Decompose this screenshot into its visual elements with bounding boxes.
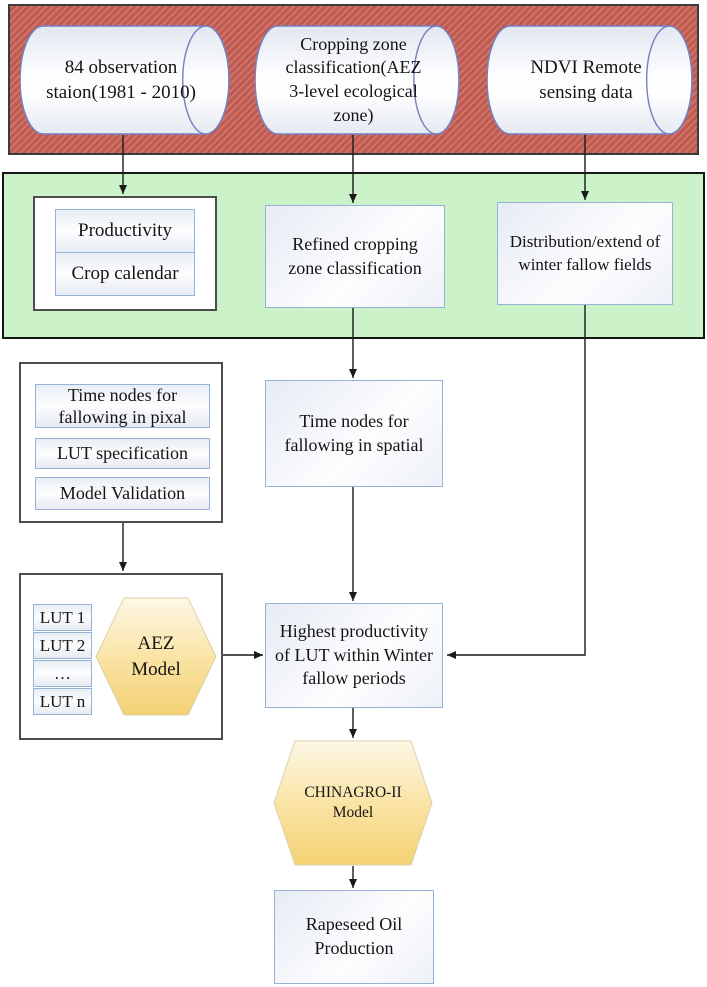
highest-productivity-box: Highest productivity of LUT within Winte… (265, 603, 443, 708)
cylinder-cropping-zone-classification: Cropping zone classification(AEZ 3-level… (255, 25, 460, 135)
refined-cropping-zone-label: Refined cropping zone classification (288, 233, 422, 278)
lut-ellipsis-label: … (54, 663, 71, 683)
time-nodes-pixel-label: Time nodes for fallowing in pixal (58, 384, 187, 428)
crop-calendar-label: Crop calendar (71, 262, 179, 284)
chinagro-model-hexagon: CHINAGRO-II Model (273, 740, 433, 866)
crop-calendar-cell: Crop calendar (55, 251, 195, 296)
model-validation-box: Model Validation (35, 477, 210, 510)
arrow-distribution-to-highest (447, 305, 586, 659)
time-nodes-spatial-box: Time nodes for fallowing in spatial (265, 380, 443, 487)
lut-n-cell: LUT n (33, 688, 92, 715)
winter-fallow-distribution-box: Distribution/extend of winter fallow fie… (497, 202, 673, 305)
cylinder-observation-stations: 84 observation staion(1981 - 2010) (20, 25, 230, 135)
hexagon-shape (273, 740, 433, 866)
cylinder-shape (20, 25, 230, 135)
lut-2-cell: LUT 2 (33, 632, 92, 659)
aez-model-label: AEZ Model (131, 633, 181, 680)
lut-ellipsis-cell: … (33, 660, 92, 687)
lut-n-label: LUT n (39, 691, 86, 711)
lut-1-label: LUT 1 (39, 607, 86, 627)
cylinder-label: Cropping zone classification(AEZ 3-level… (285, 33, 422, 125)
cylinder-shape (255, 25, 460, 135)
model-validation-label: Model Validation (59, 483, 186, 503)
lut-specification-box: LUT specification (35, 438, 210, 469)
productivity-cell: Productivity (55, 209, 195, 253)
lut-2-label: LUT 2 (39, 635, 86, 655)
refined-cropping-zone-box: Refined cropping zone classification (265, 205, 445, 308)
lut-specification-label: LUT specification (56, 443, 189, 463)
rapeseed-production-label: Rapeseed Oil Production (305, 914, 403, 958)
rapeseed-production-box: Rapeseed Oil Production (274, 890, 434, 984)
productivity-label: Productivity (78, 220, 172, 241)
hexagon-shape (95, 597, 217, 716)
cylinder-ndvi-data: NDVI Remote sensing data (487, 25, 693, 135)
cylinder-label: 84 observation staion(1981 - 2010) (46, 56, 196, 103)
time-nodes-pixel-box: Time nodes for fallowing in pixal (35, 384, 210, 428)
cylinder-shape (487, 25, 693, 135)
chinagro-model-label: CHINAGRO-II Model (304, 783, 402, 821)
lut-1-cell: LUT 1 (33, 604, 92, 631)
aez-model-hexagon: AEZ Model (95, 597, 217, 716)
winter-fallow-distribution-label: Distribution/extend of winter fallow fie… (509, 232, 661, 274)
cylinder-label: NDVI Remote sensing data (530, 56, 642, 103)
lut-group: LUT 1 LUT 2 … LUT n AEZ Model (19, 573, 223, 740)
time-nodes-spatial-label: Time nodes for fallowing in spatial (284, 410, 424, 455)
highest-productivity-label: Highest productivity of LUT within Winte… (274, 620, 434, 689)
pixel-analysis-group: Time nodes for fallowing in pixal LUT sp… (19, 362, 223, 523)
station-outputs-group: Productivity Crop calendar (33, 196, 217, 311)
